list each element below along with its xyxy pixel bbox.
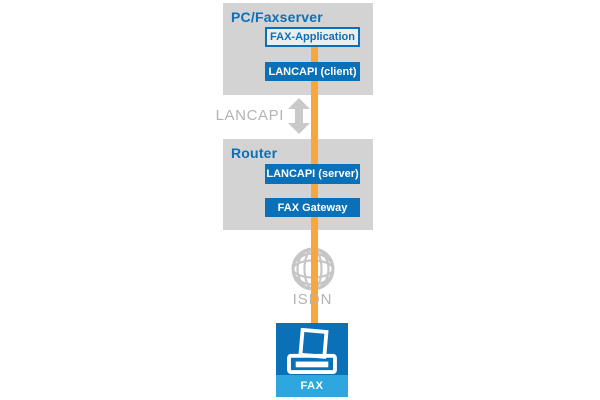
fax-device-label-strip: FAX [276, 375, 348, 397]
fax-printer-icon [287, 328, 337, 374]
pc-faxserver-title: PC/Faxserver [231, 9, 323, 25]
fax-gateway-box: FAX Gateway [265, 198, 360, 217]
pc-faxserver-panel: PC/Faxserver [223, 3, 373, 95]
fax-device-label: FAX [300, 380, 324, 392]
lancapi-client-box: LANCAPI (client) [265, 62, 360, 81]
double-arrow-icon [288, 98, 310, 134]
isdn-label: ISDN [292, 291, 333, 308]
fax-application-box: FAX-Application [265, 27, 360, 47]
router-title: Router [231, 145, 278, 161]
lancapi-link-label: LANCAPI [215, 107, 284, 124]
lancapi-server-box: LANCAPI (server) [265, 164, 360, 184]
fax-device-box: FAX [276, 323, 348, 397]
